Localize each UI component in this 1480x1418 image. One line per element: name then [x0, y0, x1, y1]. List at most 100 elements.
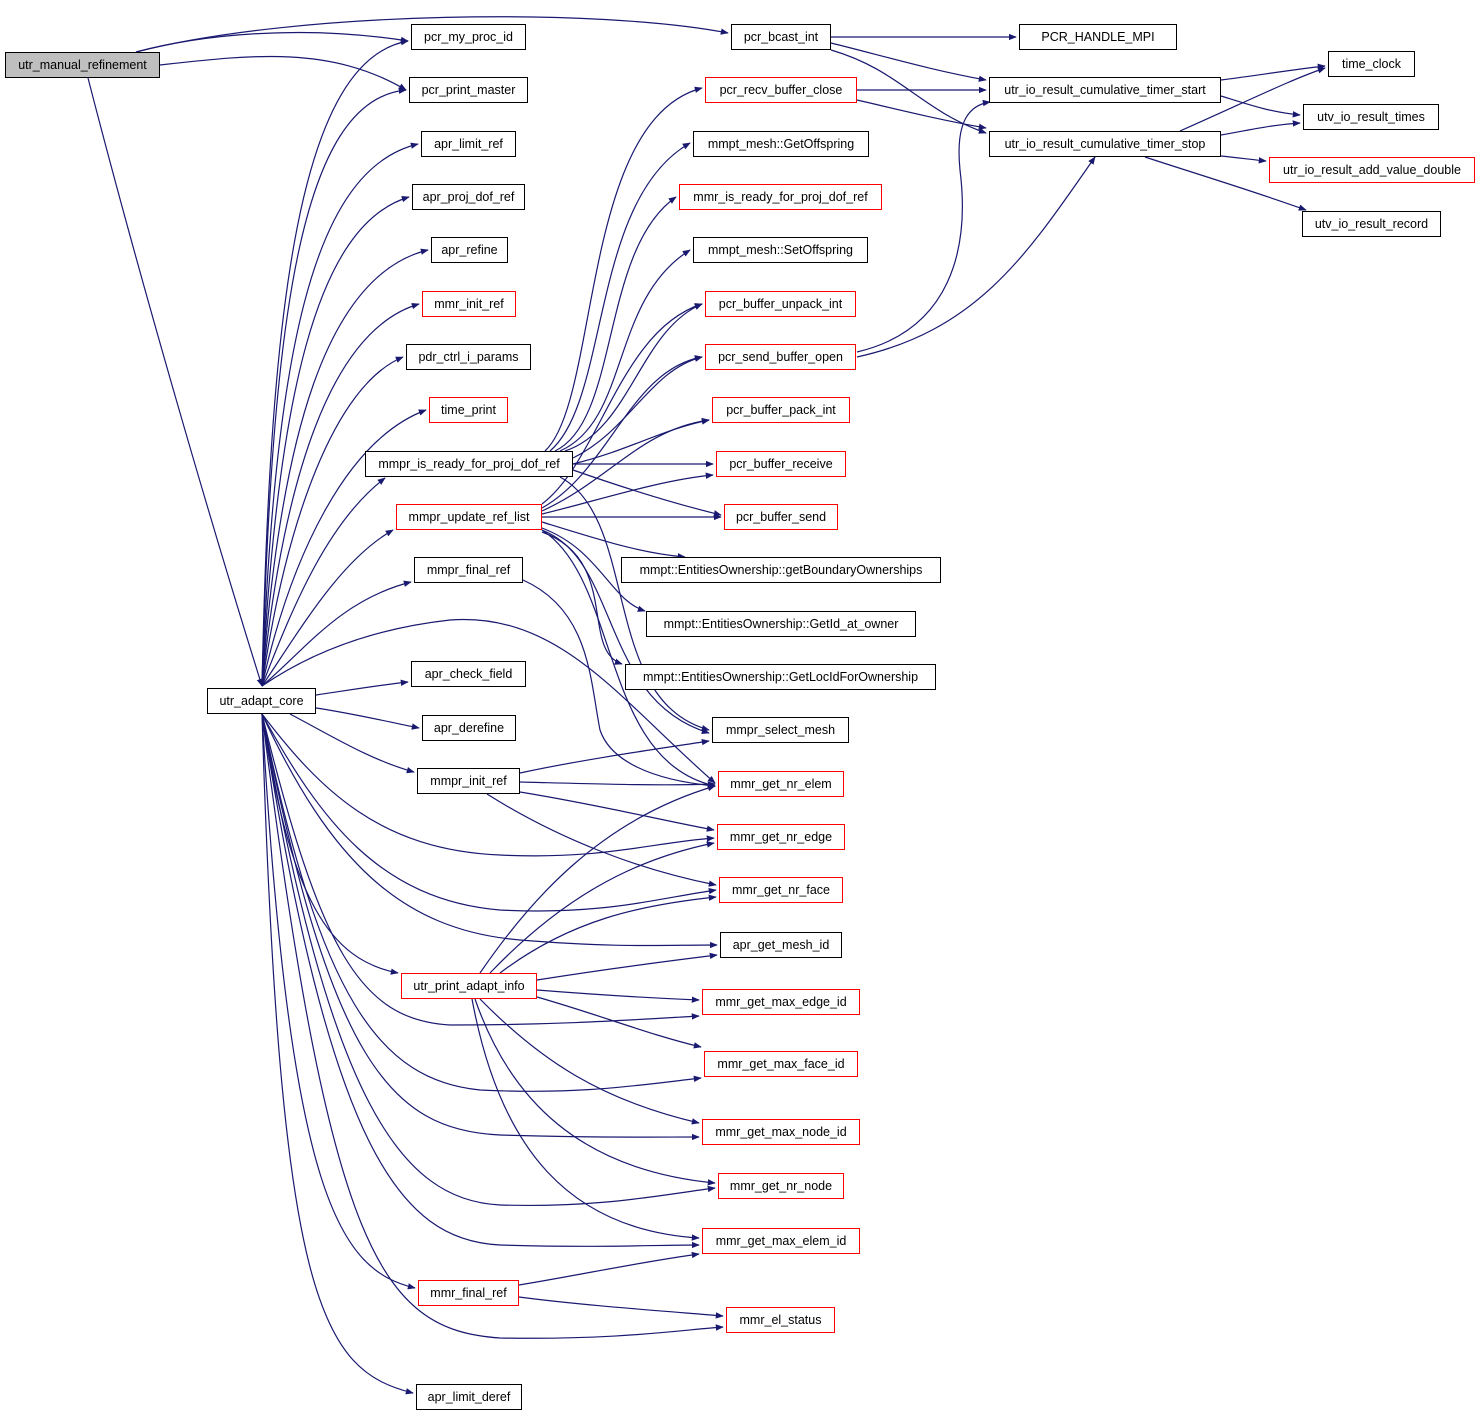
call-edge: [261, 713, 399, 975]
call-edge: [541, 355, 703, 509]
call-edge: [261, 87, 407, 687]
call-edge: [261, 713, 700, 1026]
node-timer-stop[interactable]: utr_io_result_cumulative_timer_stop: [989, 131, 1221, 157]
node-getid-at-owner[interactable]: mmpt::EntitiesOwnership::GetId_at_owner: [646, 611, 916, 637]
node-apr-check-field[interactable]: apr_check_field: [411, 661, 526, 687]
call-edge: [261, 248, 429, 687]
node-pcr-bcast-int[interactable]: pcr_bcast_int: [731, 24, 831, 50]
call-edge: [261, 713, 717, 912]
call-edge: [261, 713, 700, 1141]
node-pcr-handle-mpi[interactable]: PCR_HANDLE_MPI: [1019, 24, 1177, 50]
node-mmr-get-max-face-id[interactable]: mmr_get_max_face_id: [704, 1051, 858, 1077]
node-pdr-ctrl-i-params[interactable]: pdr_ctrl_i_params: [406, 344, 531, 370]
node-apr-proj-dof-ref[interactable]: apr_proj_dof_ref: [412, 184, 525, 210]
call-edge: [479, 998, 700, 1125]
call-edge: [261, 713, 702, 1092]
call-edge: [1220, 63, 1326, 81]
node-pcr-buffer-receive[interactable]: pcr_buffer_receive: [716, 451, 846, 477]
node-mmpr-update-ref-list[interactable]: mmpr_update_ref_list: [396, 504, 542, 530]
node-apr-refine[interactable]: apr_refine: [431, 237, 508, 263]
node-utv-io-result-times[interactable]: utv_io_result_times: [1303, 104, 1439, 130]
call-edge: [518, 1251, 700, 1286]
node-mmr-el-status[interactable]: mmr_el_status: [726, 1307, 835, 1333]
node-pcr-my-proc-id[interactable]: pcr_my_proc_id: [411, 24, 526, 50]
node-mmr-get-nr-elem[interactable]: mmr_get_nr_elem: [718, 771, 844, 797]
call-edge: [261, 713, 700, 1249]
node-utr-io-result-add-value-double[interactable]: utr_io_result_add_value_double: [1269, 157, 1475, 183]
call-edge: [471, 998, 700, 1241]
call-edge: [1179, 67, 1326, 132]
node-time-clock[interactable]: time_clock: [1328, 51, 1415, 77]
node-mmr-get-max-node-id[interactable]: mmr_get_max_node_id: [702, 1119, 860, 1145]
call-edge: [536, 952, 718, 981]
node-getlocidforownership[interactable]: mmpt::EntitiesOwnership::GetLocIdForOwne…: [625, 664, 936, 690]
node-mmpt-mesh-getoffspring[interactable]: mmpt_mesh::GetOffspring: [693, 131, 869, 157]
call-edge: [830, 42, 987, 82]
call-edge: [536, 989, 700, 1003]
call-edge: [856, 99, 987, 130]
call-edge: [489, 841, 715, 974]
node-pcr-buffer-send[interactable]: pcr_buffer_send: [724, 504, 838, 530]
call-edge: [554, 196, 677, 452]
call-edge: [261, 409, 427, 687]
call-edge: [474, 998, 716, 1186]
node-pcr-send-buffer-open[interactable]: pcr_send_buffer_open: [705, 344, 856, 370]
node-mmpt-mesh-setoffspring[interactable]: mmpt_mesh::SetOffspring: [693, 237, 868, 263]
call-edge: [261, 713, 724, 1339]
call-edge: [541, 303, 703, 505]
call-edge: [261, 713, 416, 1290]
node-mmr-get-max-elem-id[interactable]: mmr_get_max_elem_id: [702, 1228, 860, 1254]
node-mmr-get-max-edge-id[interactable]: mmr_get_max_edge_id: [702, 989, 860, 1015]
node-mmr-get-nr-edge[interactable]: mmr_get_nr_edge: [717, 824, 845, 850]
call-edge: [135, 31, 409, 53]
call-edge: [536, 996, 702, 1049]
node-mmr-get-nr-node[interactable]: mmr_get_nr_node: [718, 1173, 844, 1199]
call-edge: [522, 579, 716, 789]
node-mmpr-select-mesh[interactable]: mmpr_select_mesh: [712, 717, 849, 743]
call-edge: [559, 476, 710, 732]
call-edge: [549, 142, 691, 452]
call-edge: [572, 418, 710, 465]
call-edge: [289, 713, 415, 774]
call-edge: [261, 618, 716, 784]
call-edge: [261, 580, 412, 687]
node-timer-start[interactable]: utr_io_result_cumulative_timer_start: [989, 77, 1221, 103]
node-getboundaryownerships[interactable]: mmpt::EntitiesOwnership::getBoundaryOwne…: [621, 557, 941, 583]
call-edge: [261, 713, 716, 1206]
node-mmpr-init-ref[interactable]: mmpr_init_ref: [417, 768, 520, 794]
call-edge: [261, 529, 394, 687]
node-pcr-buffer-unpack-int[interactable]: pcr_buffer_unpack_int: [705, 291, 856, 317]
node-mmr-init-ref[interactable]: mmr_init_ref: [422, 291, 516, 317]
call-edge: [159, 55, 407, 91]
node-apr-get-mesh-id[interactable]: apr_get_mesh_id: [720, 932, 842, 958]
node-mmr-final-ref[interactable]: mmr_final_ref: [418, 1280, 519, 1306]
call-edge: [519, 738, 710, 774]
node-mmpr-final-ref[interactable]: mmpr_final_ref: [414, 557, 523, 583]
call-edge: [541, 529, 716, 788]
node-apr-derefine[interactable]: apr_derefine: [422, 715, 516, 741]
call-edge: [261, 39, 409, 687]
node-time-print[interactable]: time_print: [429, 397, 508, 423]
node-pcr-buffer-pack-int[interactable]: pcr_buffer_pack_int: [712, 397, 850, 423]
call-edge: [541, 529, 710, 734]
node-utv-io-result-record[interactable]: utv_io_result_record: [1302, 211, 1441, 237]
node-utr-adapt-core[interactable]: utr_adapt_core: [207, 688, 316, 714]
node-mmr-is-ready-for-proj-dof-ref[interactable]: mmr_is_ready_for_proj_dof_ref: [679, 184, 882, 210]
call-edge: [856, 99, 991, 353]
call-edge: [479, 784, 716, 974]
node-mmpr-is-ready-for-proj-dof-ref[interactable]: mmpr_is_ready_for_proj_dof_ref: [365, 451, 573, 477]
node-apr-limit-ref[interactable]: apr_limit_ref: [421, 131, 516, 157]
node-mmr-get-nr-face[interactable]: mmr_get_nr_face: [719, 877, 843, 903]
node-apr-limit-deref[interactable]: apr_limit_deref: [416, 1384, 522, 1410]
call-edge: [261, 477, 386, 687]
call-edge: [519, 781, 716, 788]
call-edge: [1220, 95, 1301, 118]
call-edge: [544, 86, 703, 452]
call-edge: [518, 1296, 724, 1319]
node-pcr-print-master[interactable]: pcr_print_master: [409, 77, 528, 103]
node-utr-print-adapt-info[interactable]: utr_print_adapt_info: [401, 973, 537, 999]
node-utr-manual-refinement: utr_manual_refinement: [5, 52, 160, 78]
call-edge: [856, 156, 1096, 358]
node-pcr-recv-buffer-close[interactable]: pcr_recv_buffer_close: [705, 77, 857, 103]
